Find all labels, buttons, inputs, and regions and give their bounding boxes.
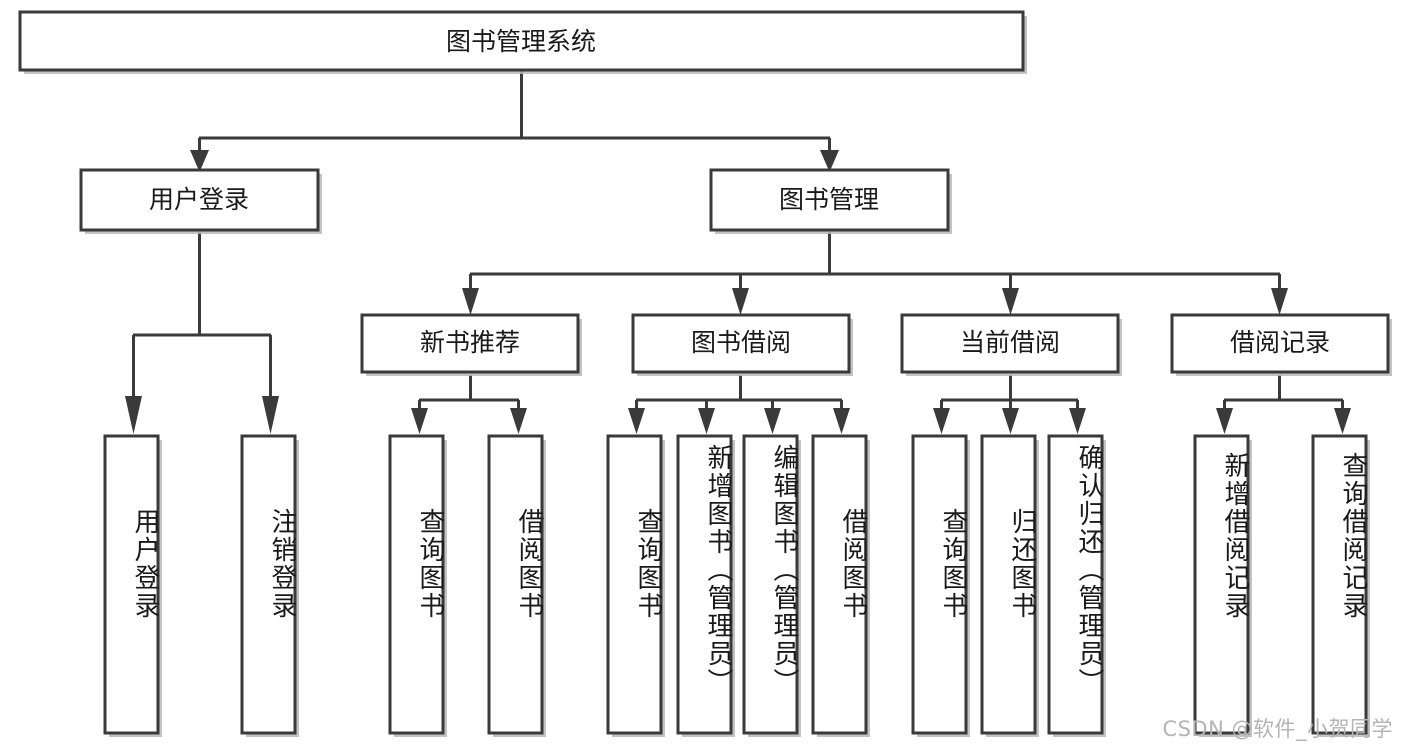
arrow-to-book-borrow xyxy=(732,288,749,315)
leaf-user-login-1[interactable] xyxy=(103,434,162,737)
leaf-user-login-2[interactable] xyxy=(240,434,299,737)
arrow-cb-leaf-3 xyxy=(1069,408,1086,434)
leaf-nbr-1[interactable] xyxy=(388,434,447,737)
arrow-br-leaf-2 xyxy=(1334,408,1351,434)
node-book-borrow-label: 图书借阅 xyxy=(691,328,791,357)
connectors-user-login-to-leaves xyxy=(125,232,279,434)
node-root-label: 图书管理系统 xyxy=(446,27,596,56)
leaf-box-bb-edit-book-admin[interactable] xyxy=(742,434,799,735)
arrow-to-borrow-record xyxy=(1271,288,1288,315)
leaf-box-bb-add-book-admin[interactable] xyxy=(676,434,733,735)
node-current-borrow-box[interactable] xyxy=(900,313,1120,374)
arrow-to-book-manage xyxy=(820,150,839,172)
arrow-bb-leaf-3 xyxy=(764,408,781,434)
node-book-borrow[interactable]: 图书借阅 xyxy=(631,313,853,376)
arrow-cb-leaf-2 xyxy=(1002,408,1019,434)
connectors-borrow-record-to-leaves xyxy=(1216,375,1351,434)
leaf-box-nbr-query-book[interactable] xyxy=(388,434,445,735)
leaf-box-br-add-record[interactable] xyxy=(1193,434,1250,735)
connectors-current-borrow-to-leaves xyxy=(933,375,1086,434)
leaf-box-bb-borrow-book[interactable] xyxy=(811,434,868,735)
connectors-root-to-level2 xyxy=(190,70,839,172)
leaf-cb-3[interactable] xyxy=(1047,434,1106,737)
node-borrow-record[interactable]: 借阅记录 xyxy=(1170,313,1392,376)
node-book-manage[interactable]: 图书管理 xyxy=(709,168,952,234)
arrow-nbr-leaf-2 xyxy=(510,408,527,434)
node-borrow-record-label: 借阅记录 xyxy=(1230,328,1330,357)
leaf-bb-4[interactable] xyxy=(811,434,870,737)
arrow-to-leaf-user-login xyxy=(125,396,142,434)
connectors-new-book-recommend-to-leaves xyxy=(411,375,527,434)
node-new-book-recommend[interactable]: 新书推荐 xyxy=(360,313,582,376)
leaf-br-2[interactable] xyxy=(1311,434,1370,737)
leaf-nbr-2[interactable] xyxy=(487,434,546,737)
node-new-book-recommend-box[interactable] xyxy=(360,313,580,374)
leaf-cb-1[interactable] xyxy=(911,434,970,737)
leaf-box-br-query-record[interactable] xyxy=(1311,434,1368,735)
leaf-box-nbr-borrow-book[interactable] xyxy=(487,434,544,735)
arrow-to-user-login xyxy=(190,150,209,172)
arrow-to-current-borrow xyxy=(1002,288,1019,315)
arrow-nbr-leaf-1 xyxy=(411,408,428,434)
node-root[interactable]: 图书管理系统 xyxy=(18,10,1027,74)
leaf-bb-1[interactable] xyxy=(606,434,665,737)
node-book-manage-box[interactable] xyxy=(709,168,950,232)
connectors-book-manage-to-level3 xyxy=(462,232,1288,315)
leaf-box-cb-query-book[interactable] xyxy=(911,434,968,735)
node-current-borrow-label: 当前借阅 xyxy=(960,328,1060,357)
arrow-to-leaf-logout xyxy=(262,396,279,434)
node-book-borrow-box[interactable] xyxy=(631,313,851,374)
arrow-bb-leaf-1 xyxy=(628,408,645,434)
leaf-box-logout[interactable] xyxy=(240,434,297,735)
leaf-br-1[interactable] xyxy=(1193,434,1252,737)
leaf-bb-2[interactable] xyxy=(676,434,735,737)
node-root-box[interactable] xyxy=(18,10,1025,72)
node-current-borrow[interactable]: 当前借阅 xyxy=(900,313,1122,376)
leaf-box-user-login[interactable] xyxy=(103,434,160,735)
arrow-bb-leaf-4 xyxy=(833,408,850,434)
leaf-cb-2[interactable] xyxy=(980,434,1039,737)
leaf-bb-3[interactable] xyxy=(742,434,801,737)
node-user-login-box[interactable] xyxy=(79,168,320,232)
node-new-book-recommend-label: 新书推荐 xyxy=(420,328,520,357)
node-user-login[interactable]: 用户登录 xyxy=(79,168,322,234)
arrow-to-new-book-recommend xyxy=(462,288,479,315)
arrow-cb-leaf-1 xyxy=(933,408,950,434)
node-borrow-record-box[interactable] xyxy=(1170,313,1390,374)
csdn-watermark: CSDN @软件_小贺同学 xyxy=(1162,717,1393,741)
leaf-box-cb-return-book[interactable] xyxy=(980,434,1037,735)
leaf-box-cb-confirm-return-admin[interactable] xyxy=(1047,434,1104,735)
connectors-book-borrow-to-leaves xyxy=(628,375,850,434)
node-book-manage-label: 图书管理 xyxy=(779,185,879,214)
arrow-br-leaf-1 xyxy=(1216,408,1233,434)
arrow-bb-leaf-2 xyxy=(698,408,715,434)
leaf-box-bb-query-book[interactable] xyxy=(606,434,663,735)
node-user-login-label: 用户登录 xyxy=(149,185,249,214)
